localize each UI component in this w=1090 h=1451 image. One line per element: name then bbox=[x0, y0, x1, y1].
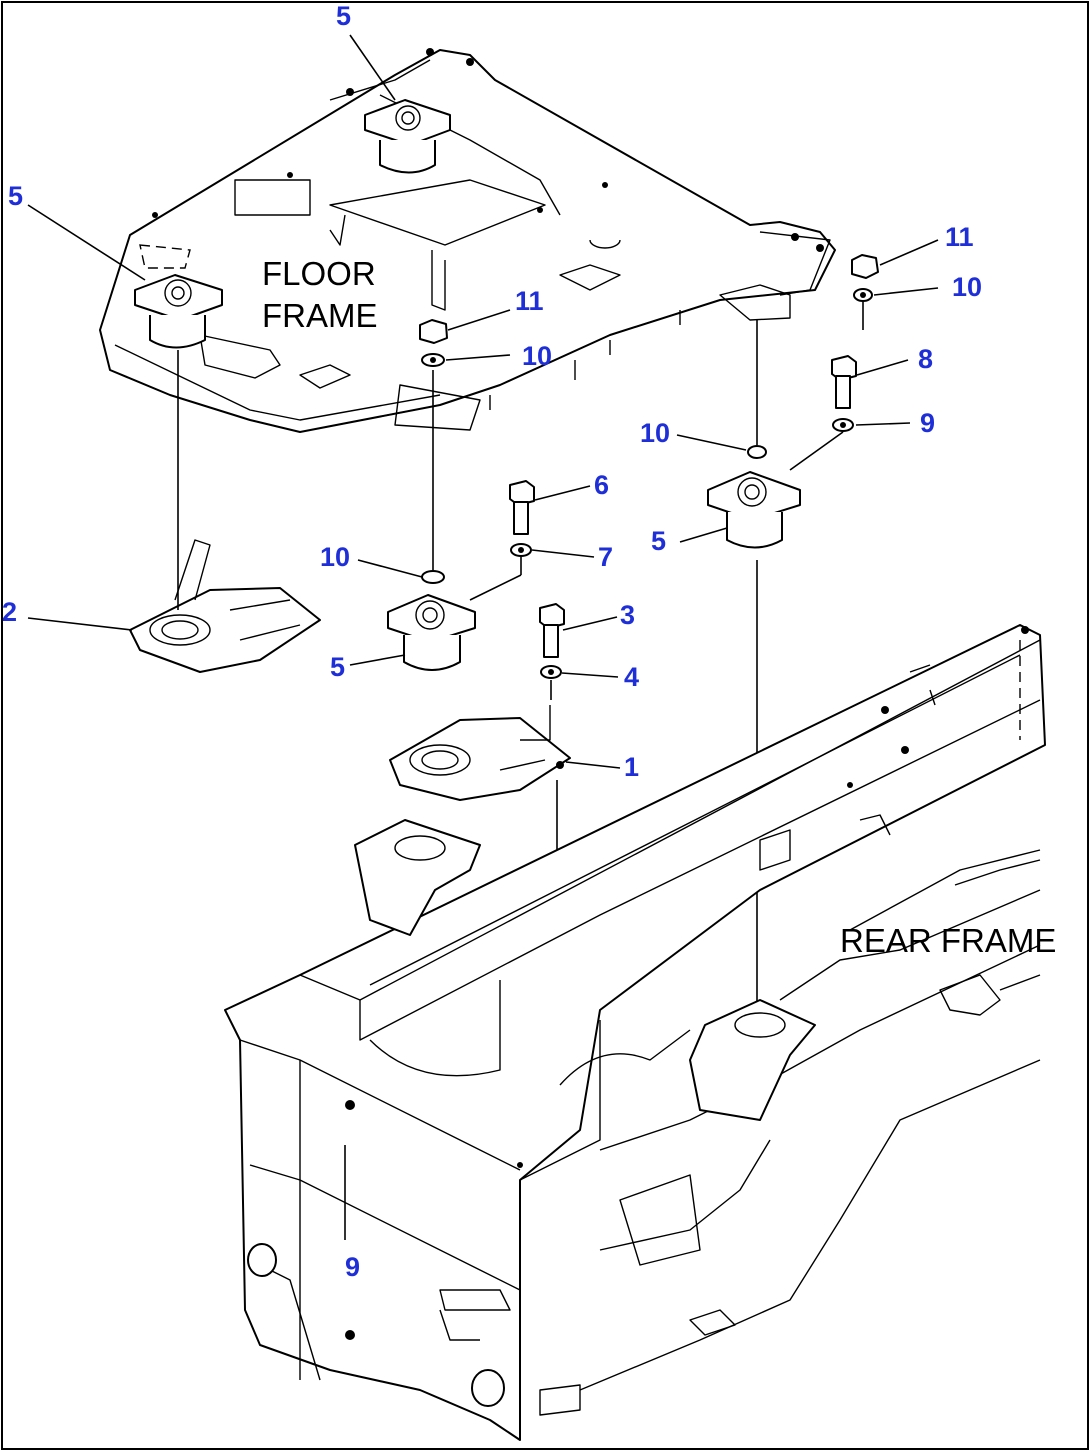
washer-10-right bbox=[747, 445, 767, 459]
callout-10-right-low: 10 bbox=[640, 418, 670, 448]
callout-5-mid: 5 bbox=[330, 652, 345, 682]
bolt-3 bbox=[539, 603, 565, 679]
floor-frame-label-line1: FLOOR bbox=[262, 255, 376, 292]
bracket-1 bbox=[389, 705, 571, 801]
floor-frame-drawing bbox=[99, 48, 836, 433]
callout-11-floor: 11 bbox=[515, 286, 544, 316]
washer-10-left bbox=[421, 570, 445, 584]
callout-5-left: 5 bbox=[8, 181, 23, 211]
callout-leaders bbox=[27, 34, 939, 1240]
callout-3: 3 bbox=[620, 600, 635, 630]
nut-washer-floor bbox=[419, 319, 448, 367]
callout-2: 2 bbox=[2, 597, 17, 627]
callout-8: 8 bbox=[918, 344, 933, 374]
callout-10-left: 10 bbox=[320, 542, 350, 572]
callout-7: 7 bbox=[598, 542, 613, 572]
callout-5-top: 5 bbox=[336, 1, 351, 31]
mount-left bbox=[134, 274, 223, 349]
floor-frame-label-line2: FRAME bbox=[262, 297, 378, 334]
bolt-8 bbox=[831, 355, 857, 432]
callout-10-floor: 10 bbox=[522, 341, 552, 371]
callout-9-upper: 9 bbox=[920, 408, 935, 438]
callout-4: 4 bbox=[624, 662, 639, 692]
mount-top bbox=[364, 99, 451, 174]
callout-5-right: 5 bbox=[651, 526, 666, 556]
callout-6: 6 bbox=[594, 470, 609, 500]
mount-right bbox=[707, 471, 801, 549]
mount-mid bbox=[387, 594, 476, 671]
callout-9-lower: 9 bbox=[345, 1252, 360, 1282]
bolt-6 bbox=[509, 480, 535, 557]
bracket-2 bbox=[129, 539, 321, 673]
callout-1: 1 bbox=[624, 752, 639, 782]
nut-washer-right bbox=[851, 254, 879, 302]
rear-frame-label: REAR FRAME bbox=[840, 922, 1056, 959]
callout-10-right-top: 10 bbox=[952, 272, 982, 302]
callout-11-right: 11 bbox=[945, 222, 974, 252]
rear-frame-drawing bbox=[224, 624, 1046, 1441]
